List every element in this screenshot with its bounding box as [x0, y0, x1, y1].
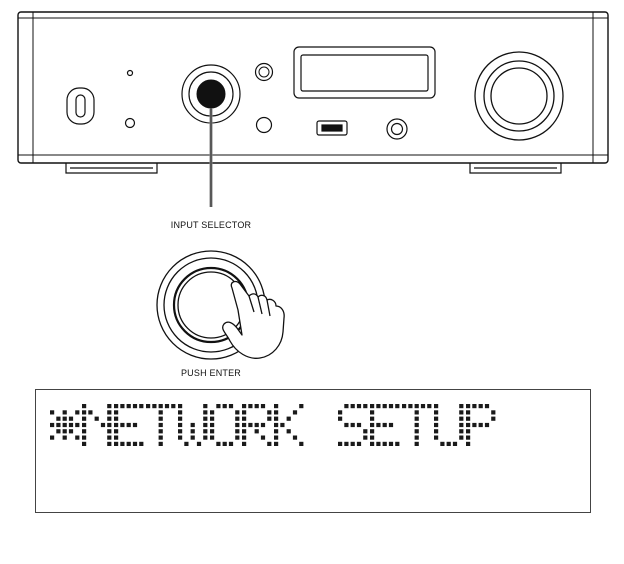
- feet: [65, 163, 562, 174]
- button-bottom: [255, 116, 273, 134]
- button-top: [254, 62, 274, 82]
- display-char: [402, 404, 432, 446]
- display-char: [82, 404, 112, 446]
- display-char: [50, 410, 80, 440]
- display-char: [434, 404, 464, 446]
- power-switch: [66, 87, 95, 125]
- display-char: [338, 404, 368, 446]
- remote-sensor: [124, 117, 136, 129]
- headphone-jack: [386, 118, 408, 140]
- display-char: [146, 404, 176, 446]
- display-char: [178, 404, 208, 446]
- display-panel: [35, 389, 591, 513]
- display-text: *NETWORK SETUP: [50, 402, 59, 403]
- standby-led: [126, 69, 134, 77]
- display-readout: *NETWORK SETUP: [50, 402, 496, 446]
- display-char: [210, 404, 240, 446]
- push-enter-label: PUSH ENTER: [181, 368, 241, 378]
- display-char: [466, 404, 496, 446]
- input-selector-label: INPUT SELECTOR: [171, 220, 252, 230]
- display-char: [370, 404, 400, 446]
- front-panel: [17, 11, 609, 164]
- amplifier-illustration: INPUT SELECTOR PUSH ENTER: [17, 11, 609, 378]
- volume-knob: [474, 51, 564, 141]
- display-char: [114, 404, 144, 446]
- usb-port: [316, 120, 348, 136]
- display-char: [242, 404, 272, 446]
- display-char: [274, 404, 304, 446]
- display-window: [293, 46, 436, 99]
- hand-icon: [222, 280, 285, 359]
